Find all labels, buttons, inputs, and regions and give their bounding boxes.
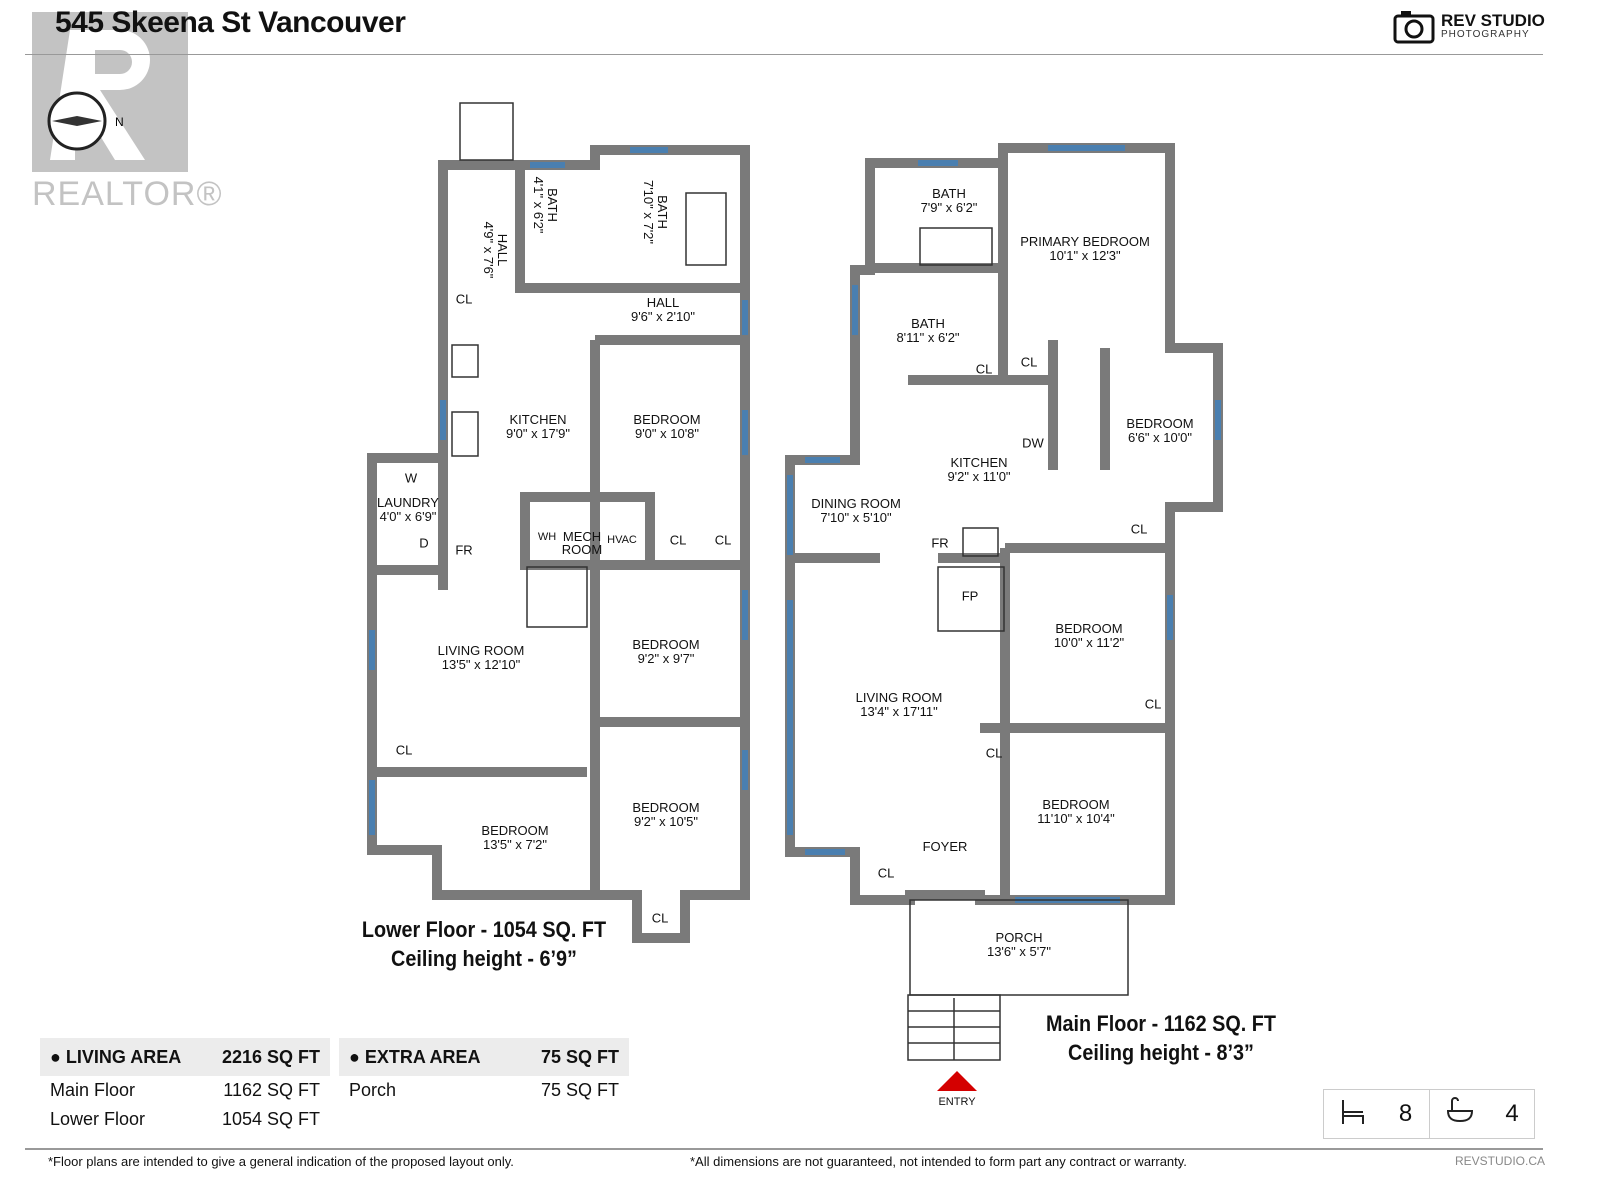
bathtub-icon (1445, 1096, 1475, 1133)
divider (25, 1148, 1543, 1150)
closet: CL (1020, 354, 1038, 370)
room-counts: 8 4 (1323, 1089, 1535, 1139)
fireplace: FP (961, 588, 979, 604)
dryer: D (419, 535, 429, 551)
mech-room: MECH ROOM (561, 529, 603, 557)
closet: CL (455, 291, 473, 307)
closet: CL (1130, 521, 1148, 537)
hvac: HVAC (607, 534, 637, 546)
footer-disclaimer-center: *All dimensions are not guaranteed, not … (690, 1154, 1187, 1169)
closet: CL (651, 910, 669, 926)
stairs-and-porch (459, 102, 1129, 1061)
entry-arrow-icon (937, 1071, 977, 1091)
room-main-foyer: FOYER (922, 839, 968, 854)
entry-label: ENTRY (938, 1096, 976, 1108)
fridge: FR (455, 542, 473, 558)
extra-area-title: ● EXTRA AREA (349, 1046, 481, 1067)
camera-icon (1393, 11, 1435, 44)
bed-icon (1340, 1096, 1366, 1133)
lower-floor-walls (367, 145, 750, 943)
bathroom-count: 4 (1505, 1100, 1519, 1127)
closet: CL (877, 865, 895, 881)
closet: CL (985, 745, 1003, 761)
footer-website: REVSTUDIO.CA (1455, 1154, 1546, 1168)
fridge: FR (931, 535, 949, 551)
living-area-title: ● LIVING AREA (50, 1046, 182, 1067)
closet: CL (1144, 696, 1162, 712)
water-heater: WH (537, 531, 557, 543)
washer: W (404, 470, 418, 486)
page-title: 545 Skeena St Vancouver (55, 6, 406, 39)
divider (25, 54, 1543, 55)
fixtures (451, 192, 1005, 632)
extra-area-total: 75 SQ FT (540, 1046, 619, 1067)
bedroom-count: 8 (1398, 1100, 1413, 1127)
closet: CL (714, 532, 732, 548)
closet: CL (975, 361, 993, 377)
living-area-total: 2216 SQ FT (221, 1046, 320, 1067)
dishwasher: DW (1022, 435, 1044, 451)
closet: CL (669, 532, 687, 548)
compass-icon: N (47, 91, 124, 151)
closet: CL (395, 742, 413, 758)
footer-disclaimer-left: *Floor plans are intended to give a gene… (48, 1154, 514, 1169)
svg-text:N: N (115, 115, 124, 129)
